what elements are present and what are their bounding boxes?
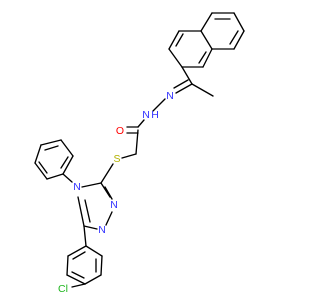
bond — [77, 196, 85, 227]
bond — [191, 83, 214, 97]
bond — [85, 245, 103, 257]
atom-o-carbonyl: O — [116, 125, 124, 137]
atom-h-nh: H — [151, 109, 159, 121]
bond — [81, 182, 102, 188]
bond — [67, 245, 87, 257]
bond — [44, 145, 59, 151]
molecule-structure: O N H N S N N N Cl — [34, 12, 245, 295]
bond — [104, 186, 113, 200]
bond — [181, 66, 193, 85]
bond — [198, 51, 207, 64]
bond — [60, 139, 74, 157]
bond — [71, 271, 85, 279]
atom-n-ring-1: N — [98, 224, 106, 236]
bond — [83, 225, 87, 247]
bond — [200, 30, 213, 50]
bond — [137, 119, 145, 128]
bond — [152, 98, 166, 112]
bond — [72, 251, 86, 260]
bond — [60, 156, 69, 169]
atom-cl: Cl — [58, 283, 68, 295]
bond — [66, 274, 86, 285]
atom-s-thioether: S — [113, 153, 120, 165]
atom-n-ring-4: N — [73, 181, 81, 193]
bond — [34, 144, 42, 164]
bond — [233, 12, 245, 32]
bond — [100, 163, 114, 184]
bond — [100, 182, 111, 198]
bond — [168, 48, 183, 68]
bond — [71, 283, 86, 288]
bond — [229, 30, 239, 45]
bond — [135, 129, 139, 155]
bond — [84, 274, 102, 285]
bond — [38, 161, 48, 174]
bond — [62, 155, 74, 175]
bond — [34, 162, 48, 180]
atom-n-nh: N — [142, 109, 150, 121]
bond — [173, 79, 189, 89]
bond — [84, 199, 91, 223]
atom-n-imine: N — [166, 90, 174, 102]
bond — [100, 255, 103, 276]
bond — [105, 211, 113, 226]
bond — [83, 225, 98, 230]
bond — [62, 173, 73, 183]
bond — [202, 48, 213, 68]
bond — [46, 173, 64, 180]
bond — [200, 12, 213, 32]
bond — [121, 153, 137, 159]
bond — [168, 30, 180, 50]
bond — [233, 30, 245, 50]
atom-labels: O N H N S N N N Cl — [58, 90, 174, 295]
bond-lines — [34, 12, 245, 288]
bond — [66, 255, 69, 276]
atom-n-ring-2: N — [110, 199, 118, 211]
bond — [175, 33, 184, 47]
bond — [175, 83, 193, 94]
bond — [40, 139, 62, 146]
